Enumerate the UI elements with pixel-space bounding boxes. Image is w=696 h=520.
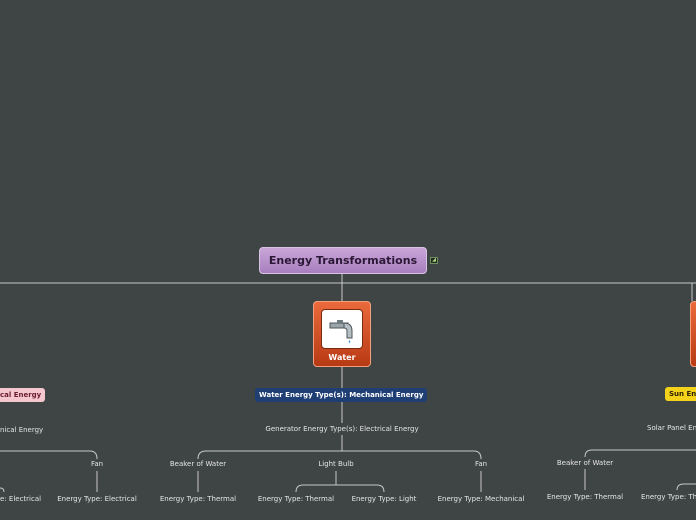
water-topic[interactable]: Water [313,301,371,367]
fan-node[interactable]: Fan [474,460,488,468]
right-beaker-node[interactable]: Beaker of Water [556,459,614,467]
bulb-energy-light[interactable]: Energy Type: Light [351,495,417,503]
right-partial-energy-type[interactable]: Energy Type: The [641,493,696,501]
left-fan-node[interactable]: Fan [90,460,104,468]
right-children-bracket [584,449,696,458]
beaker-of-water-node[interactable]: Beaker of Water [169,460,227,468]
left-partial-energy-type[interactable]: e: Electrical [0,495,42,503]
root-topic[interactable]: Energy Transformations [259,247,427,274]
water-topic-label: Water [328,353,356,362]
left-energy-type-pill[interactable]: cal Energy [0,388,46,402]
bulb-children-bracket [295,484,385,493]
root-title: Energy Transformations [268,254,418,267]
collapse-toggle-icon[interactable]: ◢ [430,257,438,264]
water-energy-type-pill[interactable]: Water Energy Type(s): Mechanical Energy [255,388,428,402]
bulb-energy-thermal[interactable]: Energy Type: Thermal [257,495,335,503]
right-beaker-energy-type[interactable]: Energy Type: Thermal [546,493,624,501]
fan-energy-type[interactable]: Energy Type: Mechanical [437,495,525,503]
generator-node[interactable]: Generator Energy Type(s): Electrical Ene… [265,425,419,433]
solar-panel-node[interactable]: Solar Panel Ene [647,424,696,432]
left-converter-node[interactable]: nical Energy [0,426,44,434]
beaker-energy-type[interactable]: Energy Type: Thermal [159,495,237,503]
light-bulb-node[interactable]: Light Bulb [318,460,354,468]
left-children-bracket [0,450,98,460]
sun-topic[interactable] [690,301,696,367]
right-partial-bracket [676,483,696,491]
sun-energy-type-pill[interactable]: Sun En [665,387,696,401]
left-fan-energy-type[interactable]: Energy Type: Electrical [57,495,137,503]
left-partial-stem-line [0,487,5,493]
water-faucet-icon [321,309,363,349]
water-children-bracket [197,450,482,460]
